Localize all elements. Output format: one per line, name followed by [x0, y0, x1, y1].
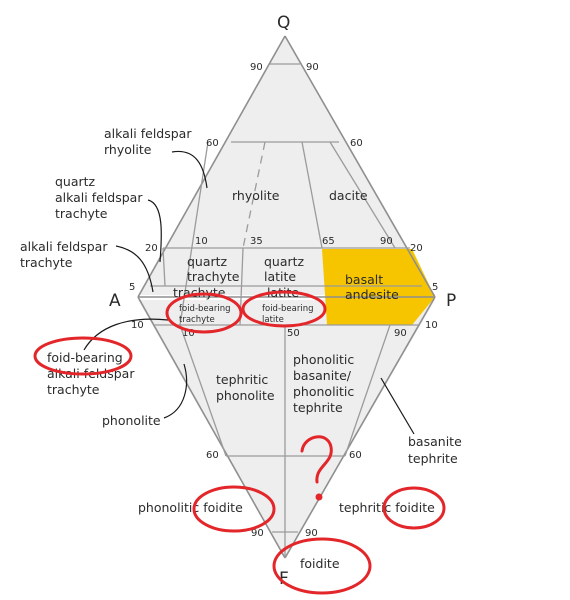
lower-right-edge	[284, 296, 436, 559]
field-foid-bearing-trachyte: foid-bearing trachyte	[179, 304, 233, 325]
leader-phonolite	[163, 363, 188, 419]
tick-q5-left: 5	[129, 282, 135, 293]
annotation-question-mark	[300, 435, 333, 484]
tick-f90-upper: 90	[394, 328, 407, 339]
field-phonolitic-basanite-tephrite: phonolitic basanite/ phonolitic tephrite	[293, 352, 358, 415]
field-tephritic-phonolite: tephritic phonolite	[216, 372, 275, 403]
leader-quartz-alkali-feldspar-trachyte	[147, 199, 162, 263]
tick-f10-inner: 10	[182, 328, 195, 339]
annotation-circle-foidite	[272, 537, 372, 595]
annotation-circle-foid-bearing-trachyte	[165, 292, 243, 334]
upper-triangle-fill	[138, 36, 435, 295]
field-foidite: foidite	[300, 556, 340, 571]
leader-basanite-tephrite	[380, 377, 415, 435]
field-foid-bearing-latite: foid-bearing latite	[262, 304, 316, 325]
tick-q5-right: 5	[432, 282, 438, 293]
label-phonolite: phonolite	[102, 413, 161, 428]
p35-dashed-divider	[242, 141, 266, 249]
label-alkali-feldspar-rhyolite: alkali feldspar rhyolite	[104, 126, 195, 157]
field-dacite: dacite	[329, 188, 368, 203]
tick-p35: 35	[250, 236, 263, 247]
tick-p10: 10	[195, 236, 208, 247]
upper-right-edge	[284, 35, 436, 298]
tick-f10-left: 10	[131, 320, 144, 331]
label-basanite-tephrite: basanite tephrite	[408, 434, 466, 466]
p90-divider	[329, 141, 396, 249]
leader-alkali-feldspar-rhyolite	[171, 150, 208, 189]
vertex-p: P	[446, 291, 456, 311]
annotation-circle-foid-bearing-latite	[241, 290, 327, 328]
basalt-andesite-field	[322, 249, 435, 325]
tick-f50: 50	[287, 328, 300, 339]
label-alkali-feldspar-trachyte: alkali feldspar trachyte	[20, 239, 111, 270]
tick-f60-right: 60	[349, 450, 362, 461]
tick-p90: 90	[380, 236, 393, 247]
tick-f90-left: 90	[251, 528, 264, 539]
vertex-f: F	[279, 569, 289, 589]
field-rhyolite: rhyolite	[232, 188, 280, 203]
annotation-circle-foid-bearing-alkali-feldspar	[33, 336, 133, 376]
p65-divider	[301, 141, 323, 249]
tick-q90-left: 90	[250, 62, 263, 73]
tick-q20-left: 20	[145, 243, 158, 254]
tick-f90-right: 90	[305, 528, 318, 539]
field-quartz-latite: quartz latite	[264, 254, 308, 284]
alkali-trachyte-divider	[162, 247, 166, 287]
tick-p65: 65	[322, 236, 335, 247]
f-p90-divider	[344, 324, 391, 457]
label-phonolitic-foidite: phonolitic foidite	[138, 500, 243, 515]
lower-left-edge	[137, 296, 286, 559]
annotation-circle-tephritic-foidite	[382, 486, 446, 530]
tick-q20-right: 20	[410, 243, 423, 254]
upper-left-edge	[137, 35, 286, 298]
annotation-circle-phonolitic-foidite	[192, 485, 276, 533]
leader-foid-bearing-alkali-feldspar-trachyte	[83, 318, 169, 351]
f-p10-divider	[179, 324, 227, 457]
tick-q90-right: 90	[306, 62, 319, 73]
leader-alkali-feldspar-trachyte	[115, 245, 154, 293]
tick-f10-right: 10	[425, 320, 438, 331]
vertex-q: Q	[277, 13, 290, 33]
field-basalt-andesite: basalt andesite	[345, 272, 399, 302]
tick-q60-left: 60	[206, 138, 219, 149]
tick-q60-right: 60	[350, 138, 363, 149]
lower-triangle-fill	[138, 300, 435, 558]
label-tephritic-foidite: tephritic foidite	[339, 500, 435, 515]
annotation-question-dot	[315, 493, 323, 501]
vertex-a: A	[109, 291, 121, 311]
field-quartz-trachyte: quartz trachyte	[187, 254, 240, 284]
tick-f60-left: 60	[206, 450, 219, 461]
label-quartz-alkali-feldspar-trachyte: quartz alkali feldspar trachyte	[55, 174, 146, 221]
